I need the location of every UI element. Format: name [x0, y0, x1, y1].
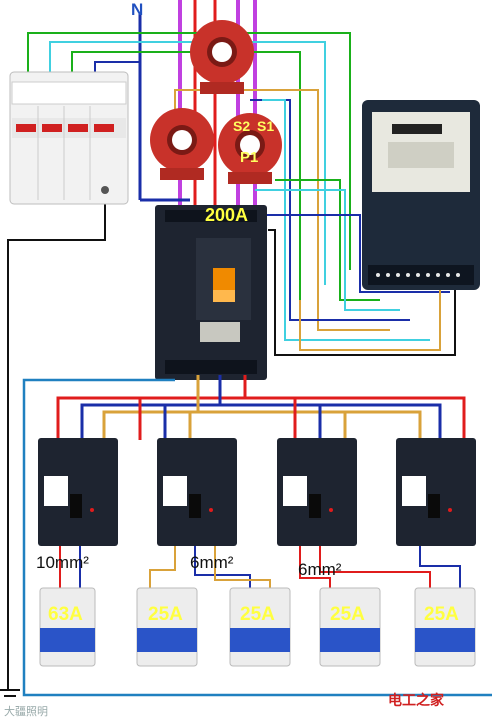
surge-protector [9, 71, 129, 205]
branch-output-wires [59, 546, 461, 590]
mcb-rating-label: 25A [148, 604, 183, 625]
wire-size-label: 6mm² [190, 553, 234, 572]
main-breaker [155, 205, 267, 380]
ct-right [218, 113, 282, 184]
branch-breaker-2 [157, 438, 237, 546]
watermark-text: 大疆照明 [4, 706, 48, 718]
brand-logo-text: 电工之家 [388, 692, 444, 708]
wire-size-label: 6mm² [298, 560, 342, 579]
mcb-1 [39, 587, 96, 667]
mcb-rating-label: 25A [424, 604, 459, 625]
energy-meter [362, 100, 480, 290]
ct-left [150, 108, 214, 180]
neutral-label: N [131, 0, 144, 19]
mcb-2 [136, 587, 198, 667]
ct-meter-wires [174, 89, 456, 356]
ct-s2-label: S2 [233, 118, 251, 134]
current-transformers [150, 20, 282, 184]
mcb-5 [414, 587, 476, 667]
distribution-bus [22, 375, 492, 697]
branch-breakers [38, 438, 476, 546]
mcb-rating-label: 63A [48, 604, 83, 625]
ct-top [190, 20, 254, 94]
branch-breaker-4 [396, 438, 476, 546]
ct-p1-label: P1 [240, 149, 259, 166]
mcb-4 [319, 587, 381, 667]
branch-breaker-3 [277, 438, 357, 546]
ct-s1-label: S1 [257, 118, 275, 134]
mcb-rating-label: 25A [330, 604, 365, 625]
wire-size-label: 10mm² [36, 553, 89, 572]
mcb-3 [229, 587, 291, 667]
mcb-row [39, 587, 476, 667]
main-breaker-rating: 200A [205, 205, 249, 225]
mcb-rating-label: 25A [240, 604, 275, 625]
branch-breaker-1 [38, 438, 118, 546]
